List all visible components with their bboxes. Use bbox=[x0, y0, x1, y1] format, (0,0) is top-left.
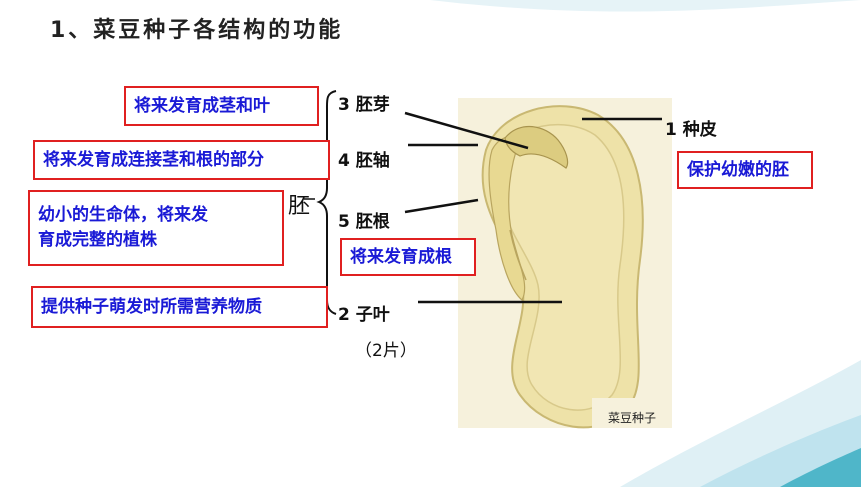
radicle-leader bbox=[404, 198, 479, 214]
embryo-bracket bbox=[316, 90, 337, 315]
radicle-function-text: 将来发育成根 bbox=[350, 246, 452, 267]
cotyledon-function-box: 提供种子萌发时所需营养物质 bbox=[31, 286, 328, 328]
cotyledon-function-text: 提供种子萌发时所需营养物质 bbox=[41, 296, 262, 317]
hypocotyl-function-text: 将来发育成连接茎和根的部分 bbox=[43, 149, 264, 170]
embryo-function-box: 幼小的生命体，将来发 育成完整的植株 bbox=[28, 190, 284, 266]
plumule-function-text: 将来发育成茎和叶 bbox=[134, 95, 270, 116]
cotyledon-count: （2片） bbox=[355, 341, 417, 361]
cotyledon-label: 2 子叶 bbox=[338, 305, 390, 325]
hypocotyl-label: 4 胚轴 bbox=[338, 151, 390, 171]
plumule-shape bbox=[504, 125, 569, 169]
embryo-function-line2: 育成完整的植株 bbox=[38, 230, 157, 250]
radicle-label: 5 胚根 bbox=[338, 212, 390, 232]
radicle-function-box: 将来发育成根 bbox=[340, 238, 476, 276]
bottom-right-wave-3 bbox=[780, 448, 861, 487]
top-right-swoosh bbox=[430, 0, 861, 12]
seed-coat-label: 1 种皮 bbox=[665, 120, 717, 140]
page-title: 1、菜豆种子各结构的功能 bbox=[50, 18, 344, 43]
hypocotyl-function-box: 将来发育成连接茎和根的部分 bbox=[33, 140, 330, 180]
image-caption: 菜豆种子 bbox=[608, 411, 657, 425]
seedcoat-function-text: 保护幼嫩的胚 bbox=[687, 159, 789, 180]
caption-background bbox=[592, 398, 672, 428]
embryo-function-line1: 幼小的生命体，将来发 bbox=[38, 205, 208, 226]
embryo-label: 胚 bbox=[288, 194, 311, 219]
radicle-detail bbox=[509, 229, 527, 281]
seedcoat-function-box: 保护幼嫩的胚 bbox=[677, 151, 813, 189]
plumule-label: 3 胚芽 bbox=[338, 95, 390, 115]
cotyledon-shape bbox=[497, 123, 625, 411]
plumule-function-box: 将来发育成茎和叶 bbox=[124, 86, 319, 126]
plumule-leader bbox=[404, 111, 529, 150]
